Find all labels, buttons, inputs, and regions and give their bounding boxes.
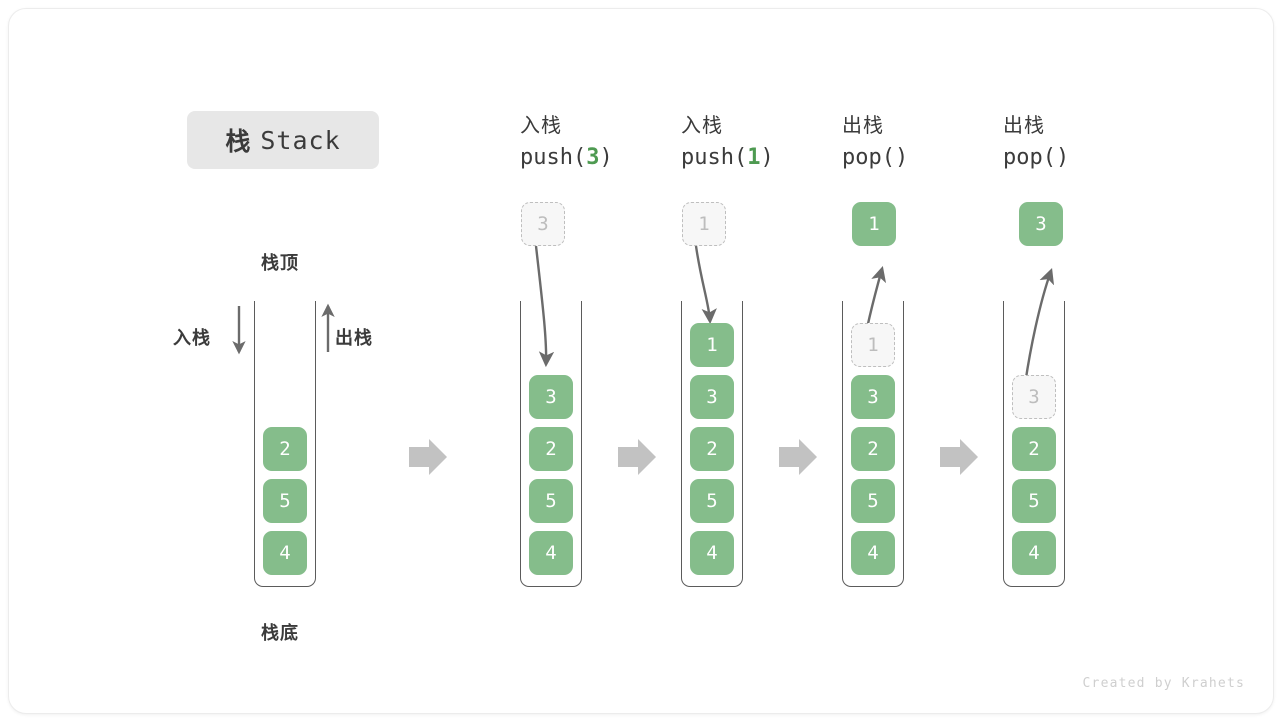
label-push-side: 入栈 [173, 328, 211, 348]
stack-cell: 5 [263, 479, 307, 523]
stack-cell: 5 [851, 479, 895, 523]
ghost-cell-pop-3: 3 [1012, 375, 1056, 419]
column-header-pop-3: 出栈 pop() [1003, 111, 1153, 175]
ghost-cell-push-3: 3 [521, 202, 565, 246]
fn-suffix: ) [599, 145, 613, 170]
column-header-cn: 入栈 [520, 115, 562, 137]
stack-cell: 2 [1012, 427, 1056, 471]
popped-cell-1: 1 [852, 202, 896, 246]
fn-prefix: pop( [1003, 145, 1056, 170]
stack-cell: 1 [690, 323, 734, 367]
column-header-fn: pop() [1003, 141, 1153, 175]
fn-suffix: ) [760, 145, 774, 170]
flow-arrow-2 [618, 439, 656, 475]
column-header-fn: pop() [842, 141, 992, 175]
column-header-pop-1: 出栈 pop() [842, 111, 992, 175]
stack-cell: 5 [1012, 479, 1056, 523]
fn-prefix: push( [520, 145, 587, 170]
fn-prefix: push( [681, 145, 748, 170]
flow-arrow-3 [779, 439, 817, 475]
ghost-cell-pop-1: 1 [851, 323, 895, 367]
stack-cell: 3 [529, 375, 573, 419]
stack-cell: 3 [851, 375, 895, 419]
stack-container-push-1 [681, 301, 743, 587]
stack-cell: 2 [851, 427, 895, 471]
stack-cell: 4 [263, 531, 307, 575]
fn-arg: 1 [747, 145, 761, 170]
stack-cell: 4 [851, 531, 895, 575]
label-stack-top: 栈顶 [261, 253, 299, 273]
column-header-cn: 出栈 [842, 115, 884, 137]
stack-cell: 4 [529, 531, 573, 575]
stack-cell: 5 [529, 479, 573, 523]
column-header-cn: 入栈 [681, 115, 723, 137]
stack-cell: 2 [690, 427, 734, 471]
label-stack-bottom: 栈底 [261, 623, 299, 643]
column-header-push-3: 入栈 push(3) [520, 111, 670, 175]
stack-container-push-3 [520, 301, 582, 587]
stack-container-pop-3 [1003, 301, 1065, 587]
diagram-card: 栈 Stack 栈顶 栈底 入栈 出栈 [8, 8, 1274, 714]
stack-container-initial [254, 301, 316, 587]
fn-suffix: ) [894, 145, 909, 170]
column-header-fn: push(1) [681, 141, 831, 175]
fn-arg: 3 [586, 145, 600, 170]
stack-cell: 5 [690, 479, 734, 523]
flow-arrow-4 [940, 439, 978, 475]
title-cn: 栈 [225, 128, 252, 156]
diagram-title-chip: 栈 Stack [187, 111, 379, 169]
label-pop-side: 出栈 [335, 328, 373, 348]
column-header-fn: push(3) [520, 141, 670, 175]
stack-cell: 2 [263, 427, 307, 471]
column-header-push-1: 入栈 push(1) [681, 111, 831, 175]
flow-arrow-1 [409, 439, 447, 475]
stack-cell: 4 [690, 531, 734, 575]
popped-cell-3: 3 [1019, 202, 1063, 246]
column-header-cn: 出栈 [1003, 115, 1045, 137]
fn-suffix: ) [1055, 145, 1070, 170]
stack-cell: 4 [1012, 531, 1056, 575]
ghost-cell-push-1: 1 [682, 202, 726, 246]
stack-container-pop-1 [842, 301, 904, 587]
stack-cell: 3 [690, 375, 734, 419]
stack-cell: 2 [529, 427, 573, 471]
fn-prefix: pop( [842, 145, 895, 170]
title-en: Stack [260, 125, 341, 155]
credit-watermark: Created by Krahets [1082, 676, 1245, 691]
diagram-stage: 栈 Stack 栈顶 栈底 入栈 出栈 [9, 9, 1273, 713]
